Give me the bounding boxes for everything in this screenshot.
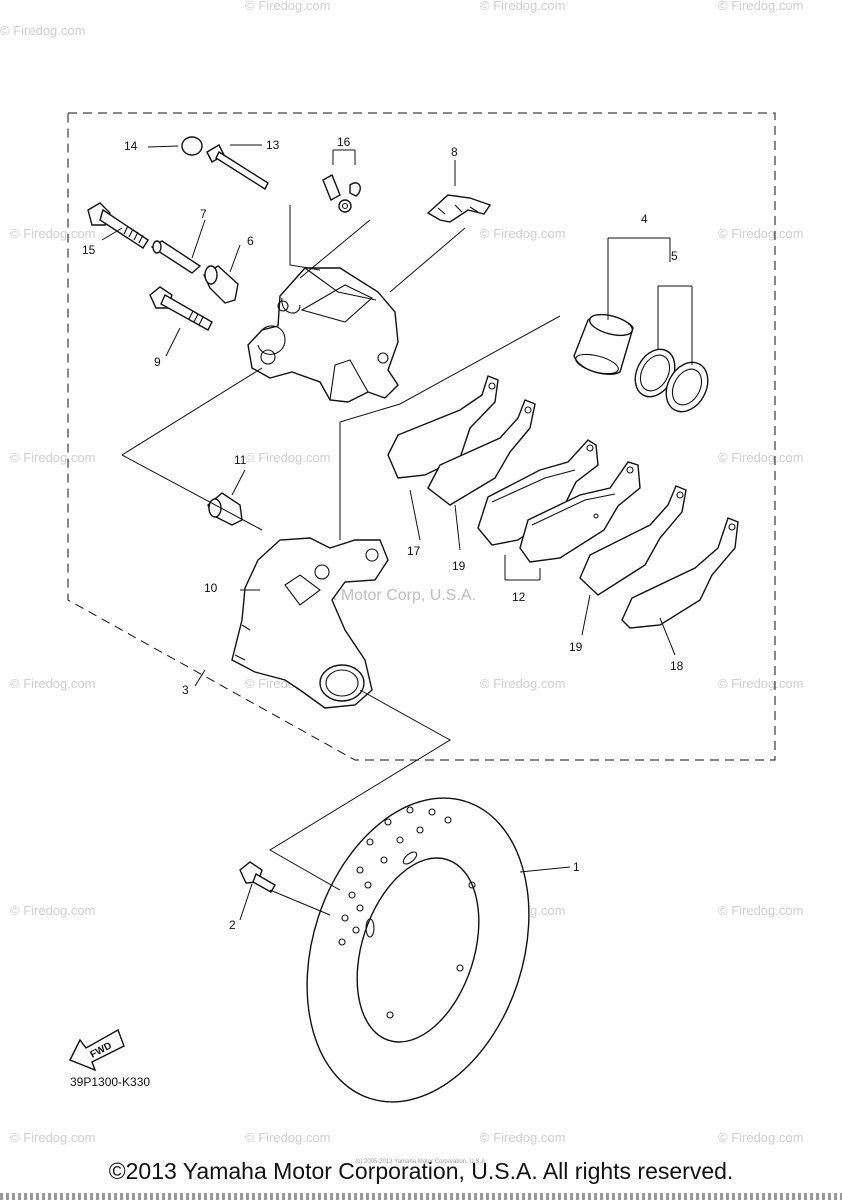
boot-6 [203, 265, 239, 304]
watermark-text: © Firedog.com [718, 676, 803, 691]
diagram-code: 39P1300-K330 [70, 1075, 150, 1089]
watermark-text: © Firedog.com [718, 226, 803, 241]
callout-2: 2 [229, 918, 236, 932]
callout-15: 15 [82, 243, 96, 257]
bleed-cap-14 [181, 136, 203, 156]
watermark-text: © Firedog.com [10, 226, 95, 241]
bottom-edge-strip [0, 1193, 842, 1200]
callout-13: 13 [266, 138, 280, 152]
watermark-text: © Firedog.com [480, 226, 565, 241]
pad-spring-8 [426, 194, 492, 223]
callout-19-upper: 19 [452, 559, 466, 573]
callout-1: 1 [573, 860, 580, 874]
seal-5b [665, 361, 709, 413]
callout-5: 5 [671, 249, 678, 263]
watermark-text: © Firedog.com [245, 0, 330, 13]
watermark-text: © Firedog.com [480, 676, 565, 691]
caliper-bolt-15 [87, 202, 149, 249]
forward-arrow-icon: FWD [69, 1028, 125, 1072]
pad-shim-19a [427, 399, 536, 506]
copyright-small-text: (c) 2005-2013 Yamaha Motor Corporation, … [355, 1159, 487, 1165]
callout-6: 6 [247, 234, 254, 248]
watermark-text: © Firedog.com [10, 676, 95, 691]
callout-7: 7 [200, 207, 207, 221]
callout-9: 9 [154, 355, 161, 369]
watermark-text: © Firedog.com [10, 450, 95, 465]
brake-disc-1 [306, 797, 530, 1103]
watermark-text: © Firedog.com [10, 903, 95, 918]
watermark-text: © Firedog.com [10, 1130, 95, 1145]
watermark-text: © Firedog.com [480, 0, 565, 13]
callout-4: 4 [641, 212, 648, 226]
callout-18: 18 [670, 659, 684, 673]
callout-3: 3 [182, 683, 189, 697]
callout-12: 12 [512, 590, 526, 604]
leader-lines [101, 144, 693, 921]
callout-19-lower: 19 [569, 640, 583, 654]
copyright-text: ©2013 Yamaha Motor Corporation, U.S.A. A… [108, 1158, 734, 1184]
slide-pin-7 [150, 240, 202, 274]
pin-clip-16 [322, 174, 361, 213]
callout-17: 17 [407, 544, 421, 558]
callout-8: 8 [451, 145, 458, 159]
piston-4 [573, 313, 634, 375]
bleed-screw-13 [206, 144, 269, 191]
callout-11: 11 [234, 453, 247, 467]
watermark-layer: © Firedog.com © Firedog.com © Firedog.co… [0, 0, 803, 1145]
caliper-bracket-10 [231, 537, 389, 709]
watermark-text: © Firedog.com [718, 450, 803, 465]
pad-shim-18 [621, 517, 739, 629]
callout-labels: 14 13 16 8 4 5 15 7 6 9 11 17 19 12 19 1… [82, 135, 684, 932]
watermark-text: © Firedog.com [245, 1130, 330, 1145]
pad-shim-17 [387, 375, 499, 479]
watermark-text: © Firedog.com [245, 450, 330, 465]
watermark-text: © Firedog.com [718, 1130, 803, 1145]
watermark-text: © Firedog.com [718, 903, 803, 918]
caliper-bolt-9 [149, 286, 213, 331]
callout-10: 10 [204, 581, 218, 595]
boot-11 [207, 492, 243, 526]
brake-pad-12b [519, 461, 641, 563]
brake-pad-12a [477, 439, 599, 546]
callout-16: 16 [337, 135, 351, 149]
caliper-body [247, 267, 399, 403]
watermark-text: © Firedog.com [718, 0, 803, 13]
callout-14: 14 [124, 139, 138, 153]
pad-shim-19b [579, 485, 687, 596]
caliper-assembly-boundary [67, 112, 776, 761]
disc-bolt-2 [239, 861, 276, 893]
watermark-text: © Firedog.com [0, 23, 85, 38]
watermark-text: © Firedog.com [480, 1130, 565, 1145]
